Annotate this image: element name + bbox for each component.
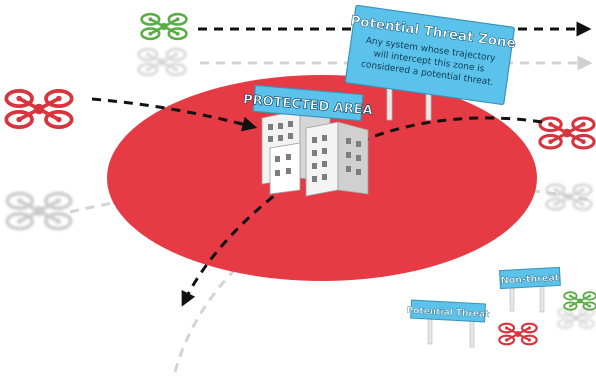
faded-drone-icon [137,47,187,77]
protected-area-sign: PROTECTED AREA [242,84,374,122]
faded-drone-icon [545,183,593,211]
green-drone-icon [563,291,596,311]
legend-non-threat: Non-threat [498,266,596,313]
green-drone-icon [140,12,188,41]
faded-drone-icon [557,307,595,329]
legend-potential-threat: Potential Threat [406,299,538,348]
threat-zone-sign: Potential Threat Zone Any system whose t… [344,4,517,106]
red-drone-icon [498,322,538,346]
red-drone-icon [4,88,74,130]
red-drone-trajectory [91,97,258,132]
potential-threat-label: Potential Threat [406,306,490,320]
red-drone-icon [538,116,596,150]
faded-drone-icon [5,191,73,231]
protected-area-buildings [261,109,369,197]
non-threat-label: Non-threat [500,272,560,286]
